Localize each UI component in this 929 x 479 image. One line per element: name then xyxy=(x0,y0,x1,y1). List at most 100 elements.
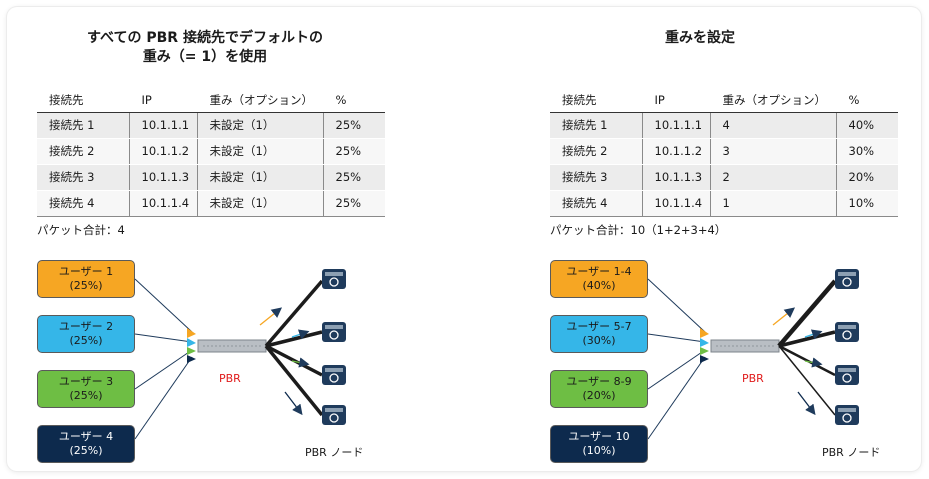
user-box-1-4: ユーザー 1-4 (40%) xyxy=(550,260,648,298)
cell-weight: 3 xyxy=(709,138,836,165)
flow-arrows xyxy=(259,307,310,416)
diagram-card: すべての PBR 接続先でデフォルトの 重み（= 1）を使用 接続先 IP 重み… xyxy=(7,7,921,471)
left-packet-total: パケット合計：4 xyxy=(37,223,125,237)
cell-destination: 接続先 4 xyxy=(550,190,642,217)
user-name: ユーザー 8-9 xyxy=(566,375,632,388)
user-name: ユーザー 3 xyxy=(58,375,114,388)
cell-ip: 10.1.1.1 xyxy=(128,112,197,139)
user-name: ユーザー 2 xyxy=(58,320,114,333)
table-row: 接続先 3 10.1.1.3 未設定（1） 25% xyxy=(37,164,385,191)
header-ip: IP xyxy=(641,88,710,113)
user-percent: (25%) xyxy=(69,334,103,347)
right-network-diagram xyxy=(647,269,859,440)
pbr-node-icon xyxy=(835,322,859,342)
right-packet-total: パケット合計：10（1+2+3+4） xyxy=(550,223,727,237)
cell-ip: 10.1.1.4 xyxy=(641,190,710,217)
cell-destination: 接続先 2 xyxy=(37,138,129,165)
user-percent: (25%) xyxy=(69,444,103,457)
cell-percent: 10% xyxy=(835,190,898,217)
cell-percent: 25% xyxy=(322,164,385,191)
pbr-node-icon xyxy=(322,322,346,342)
cell-destination: 接続先 3 xyxy=(550,164,642,191)
table-row: 接続先 1 10.1.1.1 4 40% xyxy=(550,112,898,139)
pbr-node-icon xyxy=(322,405,346,425)
arrowheads-in xyxy=(187,328,196,363)
pbr-node-label: PBR ノード xyxy=(305,446,364,459)
cell-percent: 25% xyxy=(322,138,385,165)
user-name: ユーザー 1 xyxy=(58,265,114,278)
node-links xyxy=(777,279,837,416)
cell-weight: 1 xyxy=(709,190,836,217)
cell-destination: 接続先 1 xyxy=(550,112,642,139)
user-links xyxy=(134,278,193,440)
user-name: ユーザー 4 xyxy=(58,430,114,443)
user-percent: (20%) xyxy=(582,389,616,402)
table-row: 接続先 1 10.1.1.1 未設定（1） 25% xyxy=(37,112,385,139)
pbr-node-icon xyxy=(835,269,859,289)
cell-ip: 10.1.1.2 xyxy=(641,138,710,165)
cell-ip: 10.1.1.3 xyxy=(128,164,197,191)
header-weight: 重み（オプション） xyxy=(196,88,323,113)
cell-weight: 未設定（1） xyxy=(196,112,323,139)
pbr-switch-icon xyxy=(710,339,780,353)
user-box-2: ユーザー 2 (25%) xyxy=(37,315,135,353)
user-box-4: ユーザー 4 (25%) xyxy=(37,425,135,463)
left-title-line2: 重み（= 1）を使用 xyxy=(142,49,268,65)
table-row: 接続先 2 10.1.1.2 未設定（1） 25% xyxy=(37,138,385,165)
cell-weight: 未設定（1） xyxy=(196,190,323,217)
cell-ip: 10.1.1.2 xyxy=(128,138,197,165)
cell-percent: 25% xyxy=(322,112,385,139)
right-weights-table: 接続先 IP 重み（オプション） % 接続先 1 10.1.1.1 4 40% … xyxy=(550,88,898,217)
user-name: ユーザー 1-4 xyxy=(566,265,632,278)
left-title: すべての PBR 接続先でデフォルトの 重み（= 1）を使用 xyxy=(25,29,385,67)
table-row: 接続先 2 10.1.1.2 3 30% xyxy=(550,138,898,165)
node-links xyxy=(264,279,324,417)
table-row: 接続先 4 10.1.1.4 1 10% xyxy=(550,190,898,217)
left-weights-table: 接続先 IP 重み（オプション） % 接続先 1 10.1.1.1 未設定（1）… xyxy=(37,88,385,217)
arrowheads-in xyxy=(700,328,709,363)
header-percent: % xyxy=(322,88,385,113)
header-destination: 接続先 xyxy=(37,88,129,113)
cell-percent: 40% xyxy=(835,112,898,139)
cell-destination: 接続先 2 xyxy=(550,138,642,165)
table-header-row: 接続先 IP 重み（オプション） % xyxy=(37,88,385,113)
left-network-diagram xyxy=(134,269,346,440)
header-percent: % xyxy=(835,88,898,113)
cell-destination: 接続先 1 xyxy=(37,112,129,139)
pbr-label: PBR xyxy=(219,372,241,385)
right-title: 重みを設定 xyxy=(665,30,735,46)
pbr-label: PBR xyxy=(742,372,764,385)
pbr-node-label: PBR ノード xyxy=(822,446,881,459)
user-percent: (25%) xyxy=(69,279,103,292)
cell-destination: 接続先 3 xyxy=(37,164,129,191)
user-box-3: ユーザー 3 (25%) xyxy=(37,370,135,408)
user-percent: (25%) xyxy=(69,389,103,402)
user-box-5-7: ユーザー 5-7 (30%) xyxy=(550,315,648,353)
pbr-switch-icon xyxy=(197,339,267,353)
user-percent: (10%) xyxy=(582,444,616,457)
cell-percent: 20% xyxy=(835,164,898,191)
cell-ip: 10.1.1.3 xyxy=(641,164,710,191)
user-box-8-9: ユーザー 8-9 (20%) xyxy=(550,370,648,408)
left-title-line1: すべての PBR 接続先でデフォルトの xyxy=(87,30,323,46)
table-row: 接続先 3 10.1.1.3 2 20% xyxy=(550,164,898,191)
header-ip: IP xyxy=(128,88,197,113)
pbr-node-icon xyxy=(322,269,346,289)
cell-ip: 10.1.1.4 xyxy=(128,190,197,217)
user-percent: (30%) xyxy=(582,334,616,347)
user-box-10: ユーザー 10 (10%) xyxy=(550,425,648,463)
table-header-row: 接続先 IP 重み（オプション） % xyxy=(550,88,898,113)
cell-ip: 10.1.1.1 xyxy=(641,112,710,139)
user-percent: (40%) xyxy=(582,279,616,292)
pbr-node-icon xyxy=(835,365,859,385)
cell-percent: 25% xyxy=(322,190,385,217)
header-weight: 重み（オプション） xyxy=(709,88,836,113)
cell-weight: 未設定（1） xyxy=(196,164,323,191)
cell-weight: 未設定（1） xyxy=(196,138,323,165)
table-row: 接続先 4 10.1.1.4 未設定（1） 25% xyxy=(37,190,385,217)
cell-weight: 2 xyxy=(709,164,836,191)
flow-arrows xyxy=(772,307,823,416)
cell-destination: 接続先 4 xyxy=(37,190,129,217)
pbr-node-icon xyxy=(322,365,346,385)
pbr-node-icon xyxy=(835,405,859,425)
